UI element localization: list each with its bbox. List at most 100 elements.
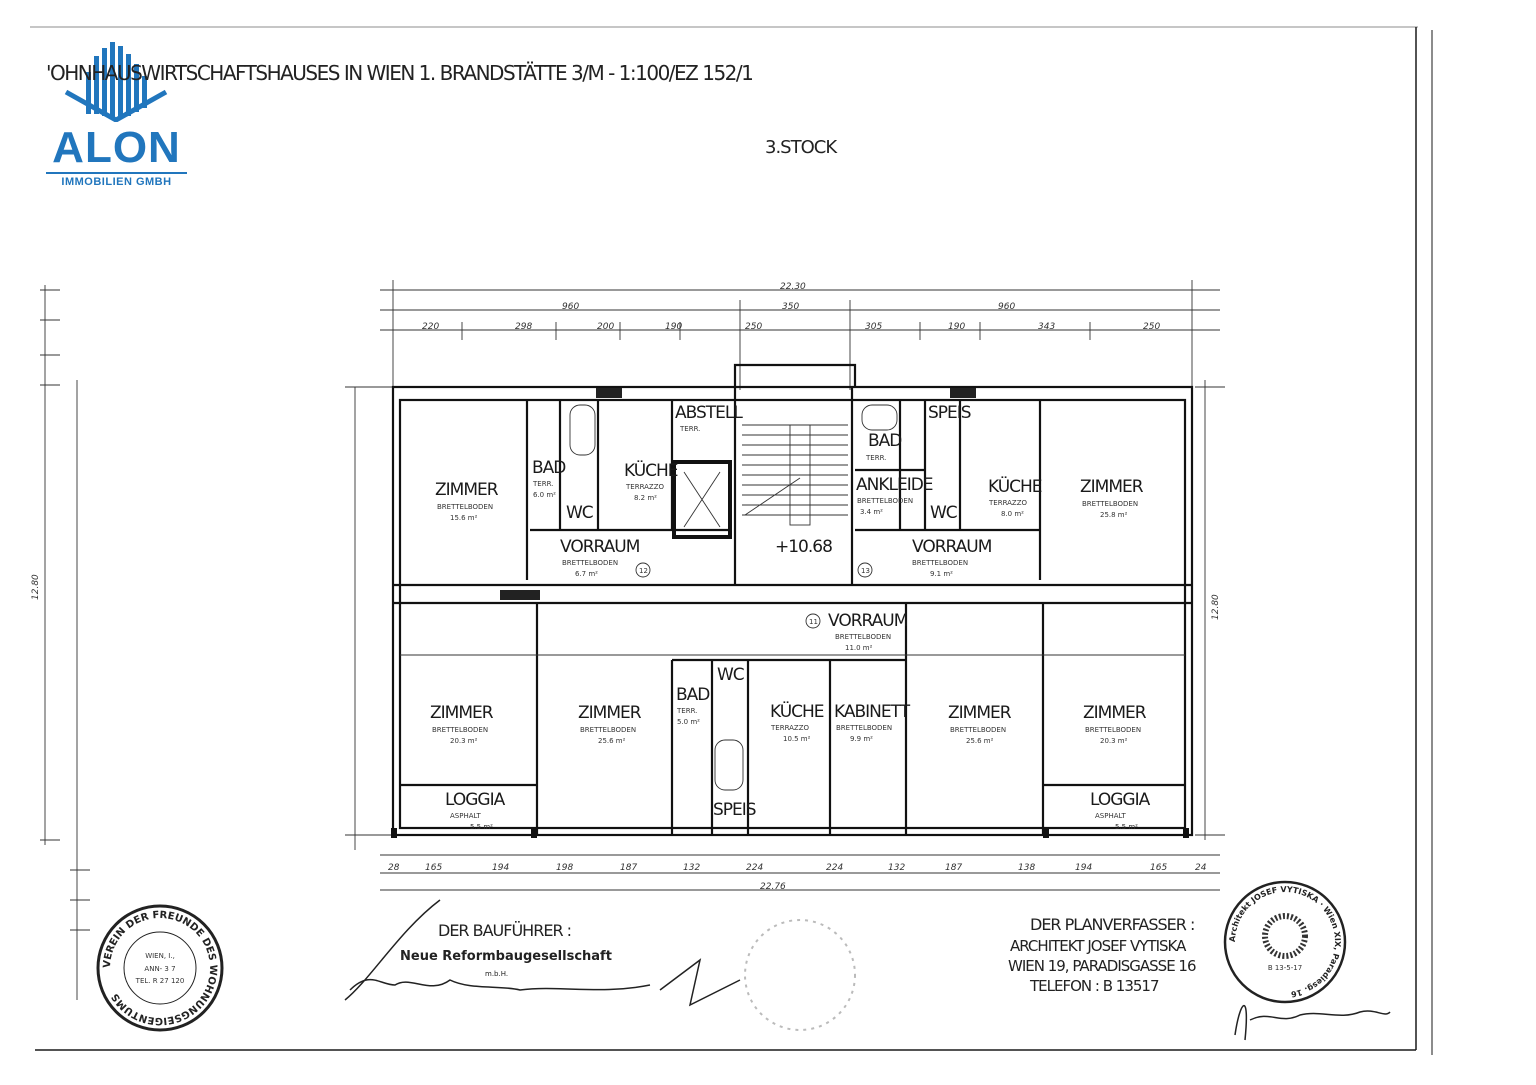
dim: 28	[388, 863, 400, 873]
svg-text:BRETTELBODEN: BRETTELBODEN	[950, 726, 1006, 734]
dim: 220	[422, 322, 439, 332]
dim: 165	[425, 863, 442, 873]
builder-company-sub: m.b.H.	[485, 970, 508, 978]
dim: 250	[745, 322, 762, 332]
planner-label: DER PLANVERFASSER :	[1030, 915, 1194, 934]
bottom-dimension-lines	[380, 854, 1220, 891]
svg-text:BAD: BAD	[676, 685, 710, 705]
svg-text:8.0 m²: 8.0 m²	[1001, 510, 1024, 518]
dim: 305	[865, 322, 882, 332]
drawing-title: 'OHNHAUSWIRTSCHAFTSHAUSES IN WIEN 1. BRA…	[46, 61, 752, 85]
svg-text:TERRAZZO: TERRAZZO	[625, 483, 665, 491]
svg-text:ZIMMER: ZIMMER	[948, 703, 1012, 723]
logo-name: ALON	[52, 123, 181, 172]
dim: 250	[1143, 322, 1160, 332]
level-mark: +10.68	[775, 537, 832, 557]
svg-text:10.5 m²: 10.5 m²	[783, 735, 811, 743]
planner-signature	[1234, 1004, 1391, 1041]
room-bad-bottom: BAD TERR. 5.0 m²	[676, 685, 711, 726]
svg-text:25.6 m²: 25.6 m²	[966, 737, 994, 745]
dim: 190	[948, 322, 965, 332]
apartment-number-markers: 12 13 11	[635, 562, 873, 629]
svg-text:ANKLEIDE: ANKLEIDE	[856, 475, 933, 495]
builder-company: Neue Reformbaugesellschaft	[400, 949, 612, 964]
svg-text:BRETTELBODEN: BRETTELBODEN	[432, 726, 488, 734]
svg-text:KÜCHE: KÜCHE	[770, 700, 824, 722]
svg-text:TERR.: TERR.	[676, 707, 697, 715]
room-wc-bottom: WC	[717, 665, 745, 685]
svg-text:VORRAUM: VORRAUM	[912, 537, 991, 557]
company-logo: ALON IMMOBILIEN GMBH	[44, 42, 189, 188]
building-walls	[391, 363, 1194, 838]
svg-text:TERRAZZO: TERRAZZO	[770, 724, 810, 732]
svg-text:9.9 m²: 9.9 m²	[850, 735, 873, 743]
dim: 224	[746, 863, 763, 873]
svg-text:BRETTELBODEN: BRETTELBODEN	[836, 724, 892, 732]
dim: 132	[683, 863, 700, 873]
dim: 187	[945, 863, 962, 873]
svg-text:WIEN, I.,: WIEN, I.,	[145, 952, 175, 960]
svg-text:15.6 m²: 15.6 m²	[450, 514, 478, 522]
svg-text:BRETTELBODEN: BRETTELBODEN	[562, 559, 618, 567]
dim: 187	[620, 863, 637, 873]
dim: 165	[1150, 863, 1167, 873]
svg-text:TEL. R 27 120: TEL. R 27 120	[135, 977, 185, 985]
svg-text:BAD: BAD	[868, 431, 902, 451]
svg-text:VORRAUM: VORRAUM	[828, 611, 907, 631]
svg-text:BRETTELBODEN: BRETTELBODEN	[912, 559, 968, 567]
association-stamp: VEREIN DER FREUNDE DES WOHNUNGSEIGENTUMS…	[96, 904, 224, 1032]
svg-text:6.0 m²: 6.0 m²	[533, 491, 556, 499]
room-wc-top-left: WC	[566, 503, 594, 523]
faded-stamp	[744, 919, 856, 1031]
staircase	[742, 424, 848, 526]
svg-text:WC: WC	[717, 665, 744, 685]
top-dim-2: 350	[782, 302, 799, 312]
svg-text:KÜCHE: KÜCHE	[624, 459, 678, 481]
svg-text:5.5 m²: 5.5 m²	[470, 823, 493, 831]
svg-text:ZIMMER: ZIMMER	[1083, 703, 1147, 723]
dim: 224	[826, 863, 843, 873]
builder-signature	[344, 899, 741, 1007]
floor-label: 3.STOCK	[765, 137, 838, 158]
dim: 138	[1018, 863, 1035, 873]
planner-phone: TELEFON : B 13517	[1029, 977, 1159, 995]
room-speis-top-right: SPEIS	[928, 403, 972, 423]
svg-text:6.7 m²: 6.7 m²	[575, 570, 598, 578]
svg-text:BRETTELBODEN: BRETTELBODEN	[437, 503, 493, 511]
top-dim-1: 960	[562, 302, 579, 312]
svg-text:11: 11	[809, 618, 818, 626]
svg-text:5.0 m²: 5.0 m²	[677, 718, 700, 726]
svg-text:11.0 m²: 11.0 m²	[845, 644, 873, 652]
svg-text:SPEIS: SPEIS	[928, 403, 971, 423]
dim: 194	[1075, 863, 1092, 873]
svg-text:TERR.: TERR.	[532, 480, 553, 488]
svg-text:B 13-5-17: B 13-5-17	[1268, 964, 1302, 972]
height-right-dim: 12.80	[1211, 594, 1221, 620]
builder-label: DER BAUFÜHRER :	[438, 921, 571, 940]
svg-text:9.1 m²: 9.1 m²	[930, 570, 953, 578]
svg-text:LOGGIA: LOGGIA	[1090, 790, 1151, 810]
svg-text:12: 12	[639, 567, 648, 575]
height-left-dim: 12.80	[31, 574, 41, 600]
dim: 198	[556, 863, 573, 873]
bottom-detail-dims: 28 165 194 198 187 132 224 224 132 187 1…	[388, 863, 1207, 873]
dim: 194	[492, 863, 509, 873]
svg-text:20.3 m²: 20.3 m²	[1100, 737, 1128, 745]
svg-text:LOGGIA: LOGGIA	[445, 790, 506, 810]
svg-text:13: 13	[861, 567, 870, 575]
svg-text:KABINETT: KABINETT	[834, 702, 911, 722]
architect-stamp: Architekt JOSEF VYTISKA · Wien XIX, Para…	[1223, 880, 1347, 1004]
svg-text:ASPHALT: ASPHALT	[1095, 812, 1126, 820]
svg-text:BRETTELBODEN: BRETTELBODEN	[580, 726, 636, 734]
svg-text:20.3 m²: 20.3 m²	[450, 737, 478, 745]
elevator-shaft	[672, 460, 732, 539]
